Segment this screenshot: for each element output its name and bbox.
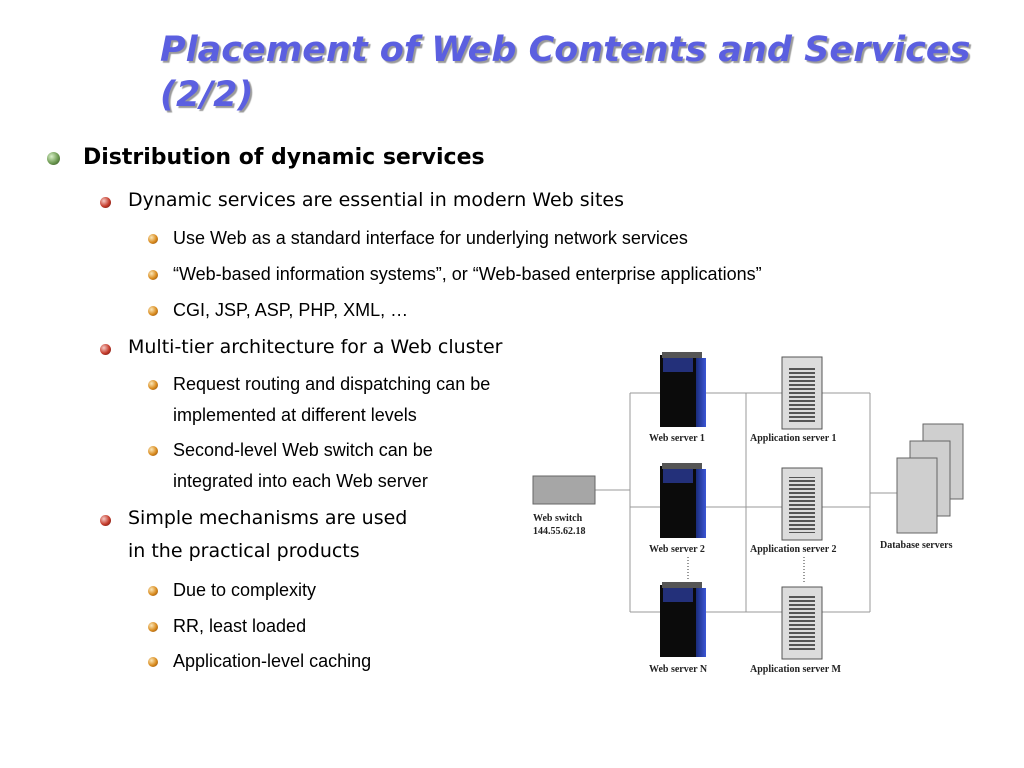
bullet-second-level-1: Second-level Web switch can be bbox=[173, 440, 433, 460]
bullet-marker-red bbox=[100, 515, 111, 526]
bullet-marker-orange bbox=[148, 446, 158, 456]
web-server-n-label: Web server N bbox=[649, 664, 708, 675]
bullet-second-level-2: integrated into each Web server bbox=[173, 471, 428, 491]
database-servers-icon bbox=[896, 423, 964, 534]
slide-title: Placement of Web Contents and Services (… bbox=[160, 30, 971, 115]
web-server-2-icon bbox=[660, 463, 706, 538]
connection-lines bbox=[595, 392, 897, 613]
bullet-dynamic-services: Dynamic services are essential in modern… bbox=[128, 189, 624, 211]
bullet-marker-orange bbox=[148, 622, 158, 632]
app-server-m-icon bbox=[781, 586, 823, 660]
bullet-simple-mechanisms-1: Simple mechanisms are used bbox=[128, 507, 408, 529]
bullet-complexity: Due to complexity bbox=[173, 580, 317, 600]
web-server-n-icon bbox=[660, 582, 706, 657]
app-server-1-icon bbox=[781, 356, 823, 430]
bullet-distribution: Distribution of dynamic services bbox=[83, 145, 485, 170]
web-switch-ip: 144.55.62.18 bbox=[533, 526, 586, 537]
bullet-use-web: Use Web as a standard interface for unde… bbox=[173, 228, 688, 248]
web-switch-label: Web switch bbox=[533, 513, 583, 524]
web-server-1-label: Web server 1 bbox=[649, 433, 705, 444]
bullet-request-routing-1: Request routing and dispatching can be bbox=[173, 374, 491, 394]
database-servers-label: Database servers bbox=[880, 540, 953, 551]
bullet-caching: Application-level caching bbox=[173, 651, 372, 671]
bullet-request-routing-2: implemented at different levels bbox=[173, 405, 417, 425]
bullet-marker-green bbox=[47, 152, 60, 165]
bullet-marker-orange bbox=[148, 234, 158, 244]
app-server-2-icon bbox=[781, 467, 823, 541]
bullet-marker-orange bbox=[148, 657, 158, 667]
bullet-multi-tier: Multi-tier architecture for a Web cluste… bbox=[128, 336, 503, 358]
bullet-web-based: “Web-based information systems”, or “Web… bbox=[173, 264, 762, 284]
bullet-marker-orange bbox=[148, 270, 158, 280]
app-server-m-label: Application server M bbox=[750, 664, 841, 675]
bullet-marker-orange bbox=[148, 586, 158, 596]
bullet-marker-red bbox=[100, 197, 111, 208]
bullet-marker-orange bbox=[148, 380, 158, 390]
bullet-rr: RR, least loaded bbox=[173, 616, 307, 636]
web-server-2-label: Web server 2 bbox=[649, 544, 705, 555]
bullet-marker-orange bbox=[148, 306, 158, 316]
bullet-cgi: CGI, JSP, ASP, PHP, XML, … bbox=[173, 300, 409, 320]
app-server-2-label: Application server 2 bbox=[750, 544, 836, 555]
web-server-1-icon bbox=[660, 352, 706, 427]
bullet-marker-red bbox=[100, 344, 111, 355]
app-server-1-label: Application server 1 bbox=[750, 433, 836, 444]
bullet-simple-mechanisms-2: in the practical products bbox=[128, 540, 360, 562]
web-switch-icon bbox=[532, 475, 596, 505]
